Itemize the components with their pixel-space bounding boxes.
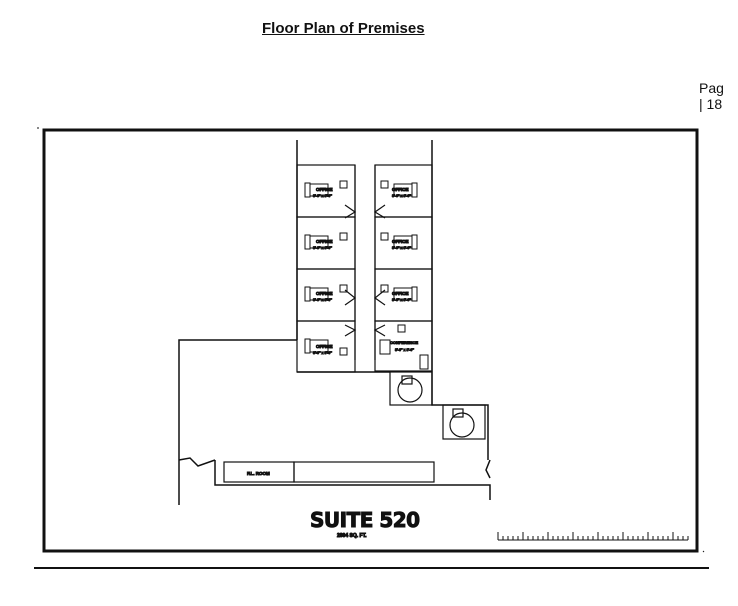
offices bbox=[296, 164, 433, 373]
office-label: OFFICE bbox=[392, 187, 409, 192]
office-dimensions: 8'-0" x 8'-0" bbox=[313, 351, 332, 355]
page-number: Pag | 18 bbox=[699, 80, 724, 112]
bottom-rule bbox=[34, 567, 709, 569]
suite-name: SUITE 520 bbox=[310, 508, 420, 532]
office-label: OFFICE bbox=[316, 239, 333, 244]
office-dimensions: 8'-0" x 8'-0" bbox=[313, 246, 332, 250]
conference-label: CONFERENCE bbox=[390, 340, 418, 345]
office-label: OFFICE bbox=[316, 187, 333, 192]
file-room-label: F.L. ROOM bbox=[247, 471, 270, 476]
page-label-line2: | 18 bbox=[699, 96, 723, 112]
office-left-4 bbox=[296, 320, 356, 373]
furniture bbox=[304, 180, 429, 370]
scale-bar bbox=[497, 532, 689, 541]
page-label-line1: Pag bbox=[699, 80, 724, 96]
file-room bbox=[223, 461, 435, 483]
office-dimensions: 8'-0" x 8'-0" bbox=[313, 194, 332, 198]
restroom-1 bbox=[389, 371, 433, 406]
corridor bbox=[344, 165, 386, 360]
office-label: OFFICE bbox=[392, 239, 409, 244]
room-labels: OFFICE 8'-0" x 8'-0" OFFICE 8'-0" x 8'-0… bbox=[247, 187, 419, 477]
conference-dimensions: 8'-0" x 8'-0" bbox=[395, 348, 414, 352]
office-dimensions: 8'-0" x 8'-0" bbox=[392, 298, 411, 302]
office-label: OFFICE bbox=[392, 291, 409, 296]
office-label: OFFICE bbox=[316, 344, 333, 349]
building-outline bbox=[178, 140, 491, 505]
restroom-2 bbox=[442, 404, 486, 440]
plan-frame bbox=[42, 128, 699, 553]
office-dimensions: 8'-0" x 8'-0" bbox=[313, 298, 332, 302]
suite-area: 2804 SQ. FT. bbox=[337, 533, 367, 539]
conference-room bbox=[374, 320, 433, 372]
office-dimensions: 8'-0" x 8'-0" bbox=[392, 194, 411, 198]
document-title: Floor Plan of Premises bbox=[262, 20, 425, 37]
office-label: OFFICE bbox=[316, 291, 333, 296]
office-dimensions: 8'-0" x 8'-0" bbox=[392, 246, 411, 250]
